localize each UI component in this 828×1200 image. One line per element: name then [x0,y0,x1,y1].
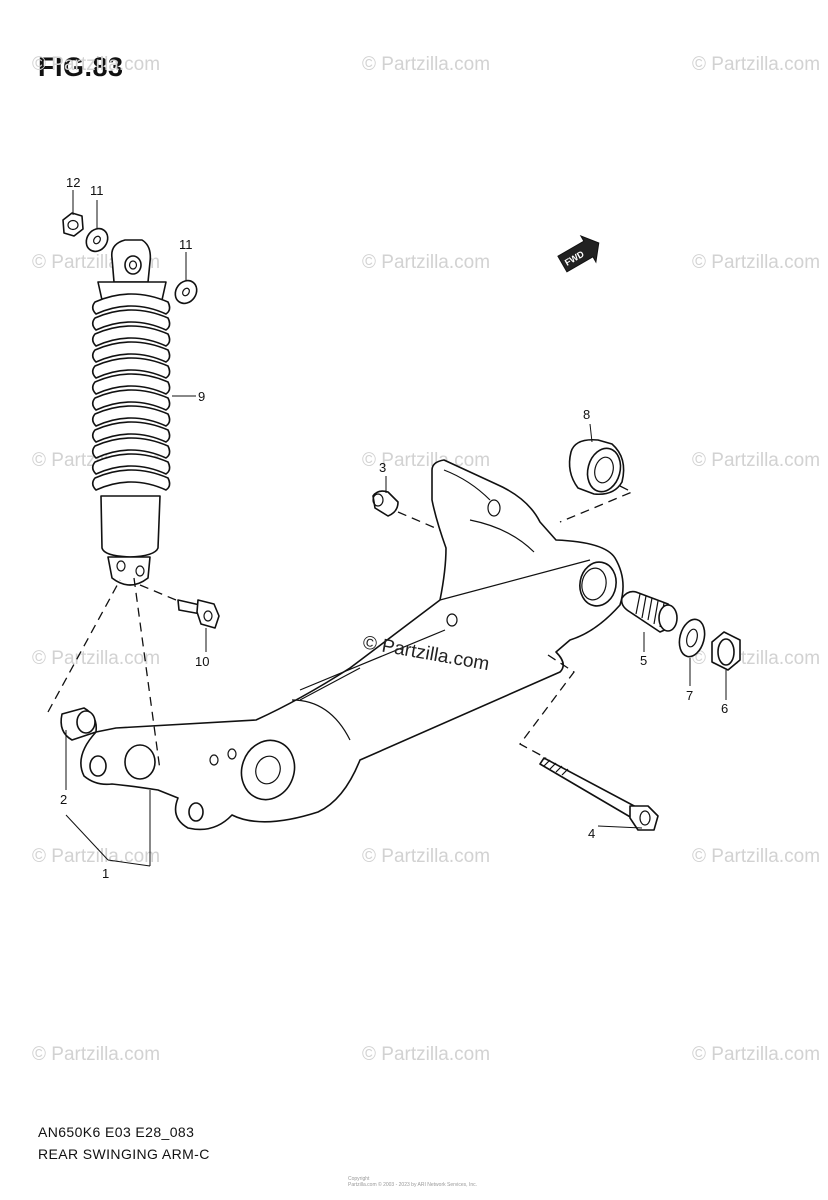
part-5-pivot-adjuster [620,590,678,633]
part-1-rear-swinging-arm [80,459,624,831]
callout-labels: 12 11 11 9 3 8 10 5 7 6 4 2 1 [60,175,728,881]
callout-11: 11 [90,183,104,198]
fwd-direction-badge: FWD [557,235,600,273]
callout-4: 4 [588,826,595,841]
part-11-washer [85,227,109,253]
watermark: © Partzilla.com [362,846,490,867]
watermark: © Partzilla.com [692,54,820,75]
part-3-collar [372,490,399,517]
callout-7: 7 [686,688,693,703]
part-11-washer [174,279,198,305]
copyright-line: Copyright [348,1176,370,1182]
watermark: © Partzilla.com [692,252,820,273]
part-7-washer [678,618,706,658]
watermark: © Partzilla.com [362,252,490,273]
callout-5: 5 [640,653,647,668]
watermark: © Partzilla.com [32,1044,160,1065]
part-9-rear-shock-absorber [91,239,171,586]
figure-title: FIG.83 [38,52,124,82]
callout-9: 9 [198,389,205,404]
diagram-name: REAR SWINGING ARM-C [38,1146,210,1162]
callout-6: 6 [721,701,728,716]
callout-11: 11 [179,237,193,252]
callout-12: 12 [66,175,80,190]
callout-8: 8 [583,407,590,422]
watermark: © Partzilla.com [32,648,160,669]
watermark: © Partzilla.com [692,450,820,471]
copyright-notice: Copyright Partzilla.com © 2003 - 2023 by… [348,1176,477,1188]
leader-lines [65,190,727,867]
part-12-nut [62,212,84,237]
callout-1: 1 [102,866,109,881]
watermark: © Partzilla.com [362,54,490,75]
watermark: © Partzilla.com [32,54,160,75]
part-6-nut [711,631,741,671]
watermark: © Partzilla.com [362,1044,490,1065]
part-10-bolt [177,599,220,629]
assembly-dashed-lines [47,485,634,771]
part-4-pivot-bolt [539,757,659,831]
copyright-line: Partzilla.com © 2003 - 2023 by ARI Netwo… [348,1182,478,1188]
diagram-code: AN650K6 E03 E28_083 [38,1124,195,1140]
watermark: © Partzilla.com [692,1044,820,1065]
part-8-bearing [568,438,625,496]
watermark: © Partzilla.com [692,846,820,867]
callout-2: 2 [60,792,67,807]
callout-3: 3 [379,460,386,475]
callout-10: 10 [195,654,209,669]
watermark: © Partzilla.com [32,846,160,867]
part-2-bushing [60,707,98,741]
